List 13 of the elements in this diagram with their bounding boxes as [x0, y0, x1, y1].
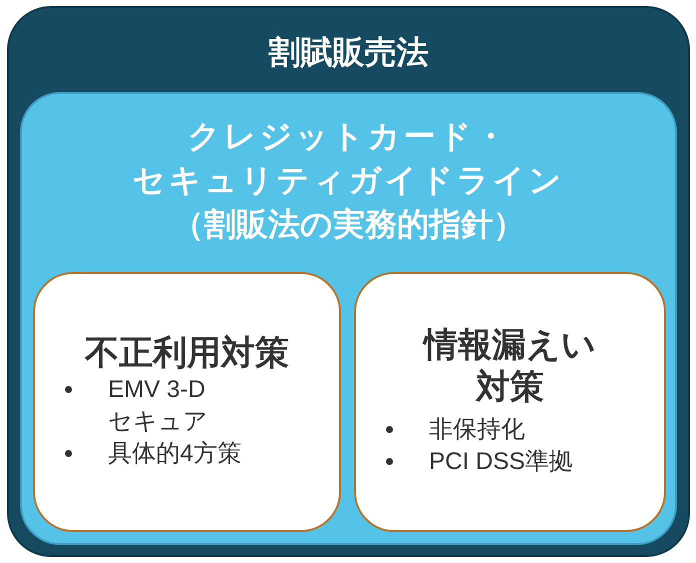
outer-panel	[7, 6, 690, 557]
panel-heading: （割販法の実務的指針）	[172, 205, 525, 244]
card	[354, 272, 666, 532]
panel-title: 割賦販売法	[268, 33, 430, 72]
inner-panel	[20, 92, 677, 545]
card-heading: 不正利用対策	[85, 333, 289, 374]
list-item-text: 非保持化	[429, 415, 526, 445]
list-item-text: PCI DSS準拠	[429, 447, 574, 477]
card-heading: 情報漏えい対策	[422, 325, 597, 408]
list-item-text: 具体的4方策	[108, 439, 242, 469]
list-item-text: EMV 3-D セキュア	[108, 375, 209, 437]
panel-heading: クレジットカード・セキュリティガイドライン	[132, 117, 566, 200]
card	[33, 272, 341, 532]
